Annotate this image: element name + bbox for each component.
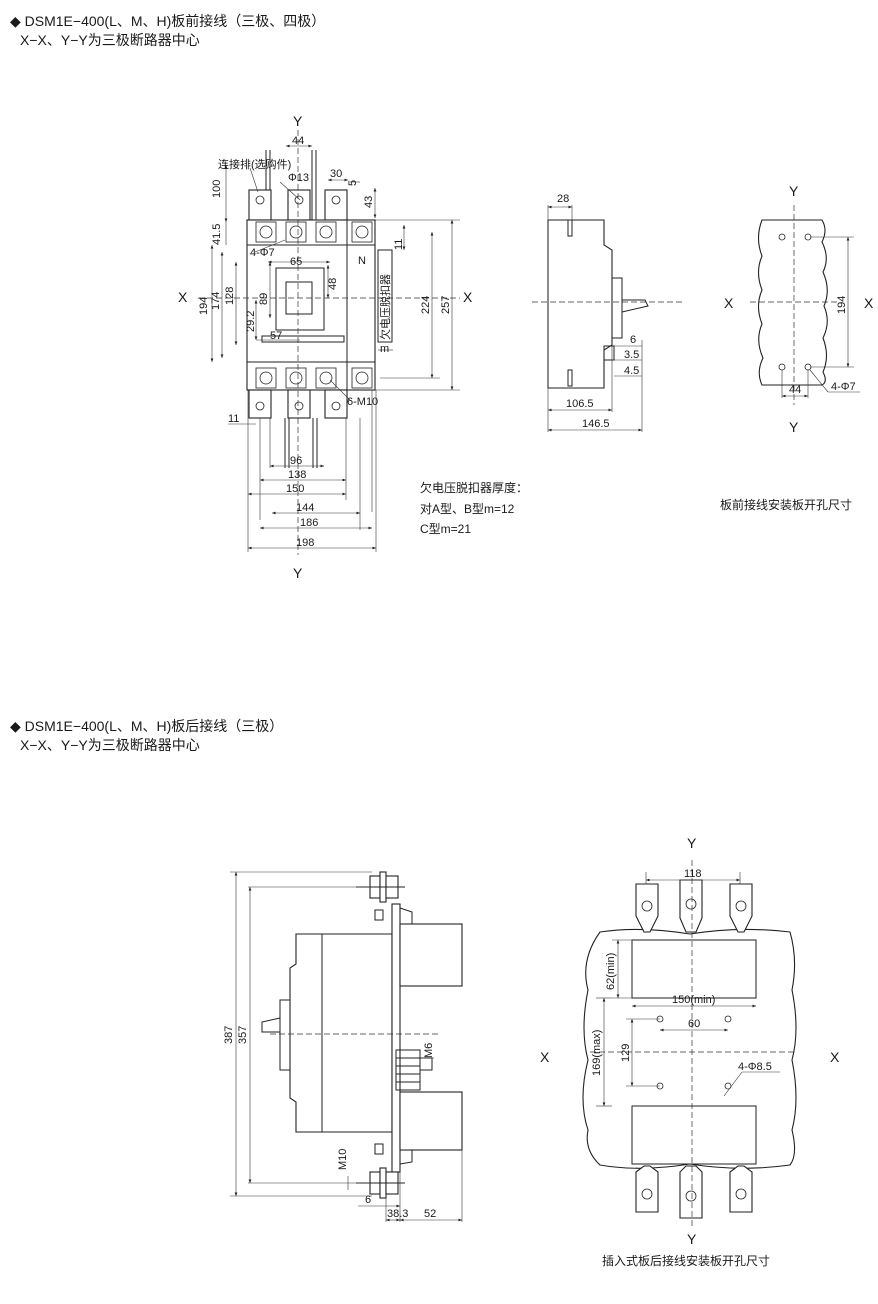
busbar-label: 连接排(选购件) bbox=[218, 157, 291, 171]
note-line-1: 欠电压脱扣器厚度： bbox=[420, 480, 528, 495]
cutout1-dim-194: 194 bbox=[836, 296, 848, 314]
dim-65: 65 bbox=[290, 256, 302, 268]
section2-title: ◆ DSM1E−400(L、M、H)板后接线（三极） bbox=[10, 718, 284, 734]
dim-174: 174 bbox=[210, 292, 222, 310]
neutral-label: N bbox=[358, 255, 366, 267]
rear-dim-38-3: 38.3 bbox=[387, 1208, 408, 1220]
section2-heading: ◆ DSM1E−400(L、M、H)板后接线（三极） X−X、Y−Y为三极断路器… bbox=[10, 717, 283, 755]
cutout2-dim-60: 60 bbox=[688, 1018, 700, 1030]
dim-257: 257 bbox=[440, 296, 452, 314]
rear-dim-52: 52 bbox=[424, 1208, 436, 1220]
top-terminals bbox=[255, 221, 373, 243]
cutout2-dim-62: 62(min) bbox=[605, 953, 617, 990]
cutout2-dim-118: 118 bbox=[684, 868, 702, 880]
dim-43: 43 bbox=[363, 196, 375, 208]
rear-bottom-terminals bbox=[635, 1165, 753, 1219]
dim-89: 89 bbox=[258, 293, 270, 305]
dim-186: 186 bbox=[300, 517, 318, 529]
side-dim-3-5: 3.5 bbox=[624, 349, 639, 361]
cutout2-axis-y-top: Y bbox=[687, 835, 697, 851]
side-dim-28: 28 bbox=[557, 193, 569, 205]
front-side-view: 28 6 3.5 4.5 106.5 146.5 bbox=[532, 193, 682, 432]
note-line-3: C型m=21 bbox=[420, 522, 471, 536]
dim-224: 224 bbox=[420, 296, 432, 314]
dim-41-5: 41.5 bbox=[211, 224, 223, 245]
rear-dim-387: 387 bbox=[223, 1026, 235, 1044]
cutout1-axis-x-left: X bbox=[724, 295, 734, 311]
cutout2-axis-y-bottom: Y bbox=[687, 1231, 697, 1247]
cutout1-axis-y-top: Y bbox=[789, 183, 799, 199]
front-connection-view: Y Y X X 连接排(选购件) N 44 30 Φ13 4-Φ7 65 57 … bbox=[178, 113, 473, 581]
cutout1-dim-44: 44 bbox=[789, 384, 801, 396]
dim-30: 30 bbox=[330, 168, 342, 180]
dim-phi13: Φ13 bbox=[288, 172, 309, 184]
dim-150: 150 bbox=[286, 483, 304, 495]
bolt-label: 6-M10 bbox=[347, 396, 378, 408]
rear-dim-6: 6 bbox=[365, 1194, 371, 1206]
cutout1-holes: 4-Φ7 bbox=[831, 381, 856, 393]
handle-window bbox=[275, 267, 325, 331]
cutout2-axis-x-right: X bbox=[830, 1049, 840, 1065]
rear-upper-window bbox=[631, 939, 757, 999]
dim-29-2: 29.2 bbox=[245, 311, 257, 332]
front-axis-y-bottom: Y bbox=[293, 565, 303, 581]
dim-194: 194 bbox=[198, 297, 210, 315]
dim-11-top: 11 bbox=[393, 239, 405, 250]
side-dim-4-5: 4.5 bbox=[624, 365, 639, 377]
side-dim-106-5: 106.5 bbox=[566, 398, 594, 410]
dim-96: 96 bbox=[290, 455, 302, 467]
front-axis-y-top: Y bbox=[293, 113, 303, 129]
dim-11-bottom: 11 bbox=[228, 413, 239, 425]
note-line-2: 对A型、B型m=12 bbox=[420, 502, 515, 516]
dim-138: 138 bbox=[288, 469, 306, 481]
section1-title: ◆ DSM1E−400(L、M、H)板前接线（三极、四极） bbox=[10, 13, 326, 29]
rear-dim-357: 357 bbox=[237, 1026, 249, 1044]
cutout1-axis-y-bottom: Y bbox=[789, 419, 799, 435]
front-axis-x-right: X bbox=[463, 289, 473, 305]
undervoltage-label: 欠电压脱扣器 bbox=[378, 274, 392, 340]
dim-4-phi7: 4-Φ7 bbox=[250, 247, 275, 259]
bottom-terminals bbox=[255, 367, 373, 389]
rear-panel-cutout: Y Y X X 118 62(min) 150(min) 60 169(max)… bbox=[540, 835, 840, 1268]
dim-198: 198 bbox=[296, 537, 314, 549]
dim-48: 48 bbox=[327, 278, 339, 290]
undervoltage-thickness-note: 欠电压脱扣器厚度： 对A型、B型m=12 C型m=21 bbox=[420, 480, 528, 536]
front-panel-cutout: Y Y X X 194 44 4-Φ7 板前接线安装板开孔尺寸 bbox=[720, 183, 874, 512]
rear-top-terminals bbox=[635, 879, 753, 933]
cutout2-axis-x-left: X bbox=[540, 1049, 550, 1065]
undervoltage-release bbox=[377, 249, 393, 343]
front-axis-x-left: X bbox=[178, 289, 188, 305]
cutout2-dim-150: 150(min) bbox=[672, 994, 715, 1006]
rear-m6: M6 bbox=[423, 1043, 435, 1058]
dim-5: 5 bbox=[347, 180, 359, 186]
cutout2-caption: 插入式板后接线安装板开孔尺寸 bbox=[602, 1253, 770, 1268]
dim-100: 100 bbox=[211, 180, 223, 198]
dim-57: 57 bbox=[270, 330, 282, 342]
m-label: m bbox=[380, 343, 389, 355]
section1-subtitle: X−X、Y−Y为三极断路器中心 bbox=[20, 32, 200, 48]
side-dim-6: 6 bbox=[630, 334, 636, 346]
cutout1-caption: 板前接线安装板开孔尺寸 bbox=[720, 497, 852, 512]
side-dim-146-5: 146.5 bbox=[582, 418, 610, 430]
rear-m10: M10 bbox=[337, 1149, 349, 1170]
bottom-busbars bbox=[248, 389, 348, 468]
rear-side-view: 387 357 M6 M10 6 38.3 52 bbox=[223, 871, 463, 1222]
section1-heading: ◆ DSM1E−400(L、M、H)板前接线（三极、四极） X−X、Y−Y为三极… bbox=[10, 12, 325, 50]
dim-44: 44 bbox=[292, 135, 304, 147]
section2-subtitle: X−X、Y−Y为三极断路器中心 bbox=[20, 737, 200, 753]
cutout2-holes: 4-Φ8.5 bbox=[738, 1061, 772, 1073]
cutout1-axis-x-right: X bbox=[864, 295, 874, 311]
cutout2-dim-169: 169(max) bbox=[591, 1030, 603, 1076]
dim-144: 144 bbox=[296, 502, 314, 514]
dim-128: 128 bbox=[224, 287, 236, 305]
cutout2-dim-129: 129 bbox=[620, 1044, 632, 1062]
rear-lower-window bbox=[631, 1105, 757, 1165]
